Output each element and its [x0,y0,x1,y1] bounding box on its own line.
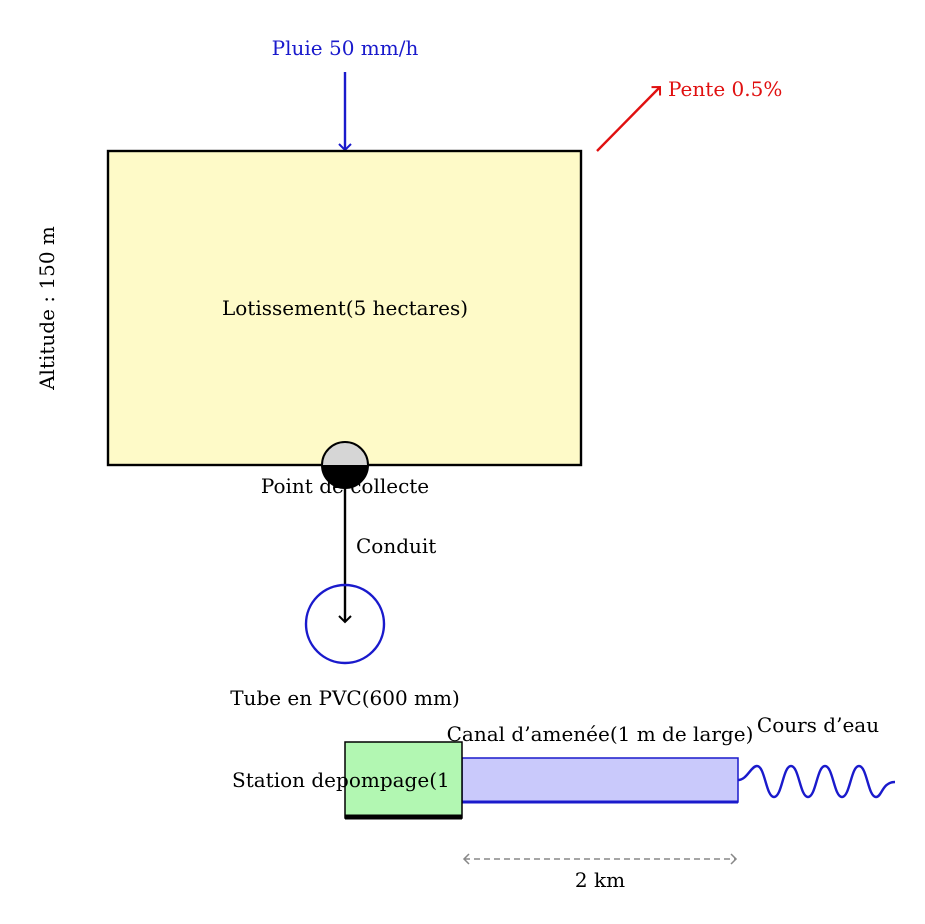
distance-label: 2 km [575,868,625,892]
pumping-station-label: Station depompage(1 [232,768,450,792]
pvc-tube-label: Tube en PVC(600 mm) [230,686,460,710]
pumping-station-block [344,741,463,819]
stream-label: Cours d’eau [757,713,879,737]
altitude-label: Altitude : 150 m [35,226,59,391]
pvc-tube-icon [304,583,386,665]
stream-wave-icon [737,764,896,799]
conduit-label: Conduit [356,534,436,558]
rain-label: Pluie 50 mm/h [272,36,419,60]
subdivision-label: Lotissement(5 hectares) [222,296,468,320]
slope-label: Pente 0.5% [668,77,782,101]
slope-arrow-icon [596,85,662,152]
canal-label: Canal d’amenée(1 m de large) [447,722,754,746]
canal-channel [461,757,739,803]
